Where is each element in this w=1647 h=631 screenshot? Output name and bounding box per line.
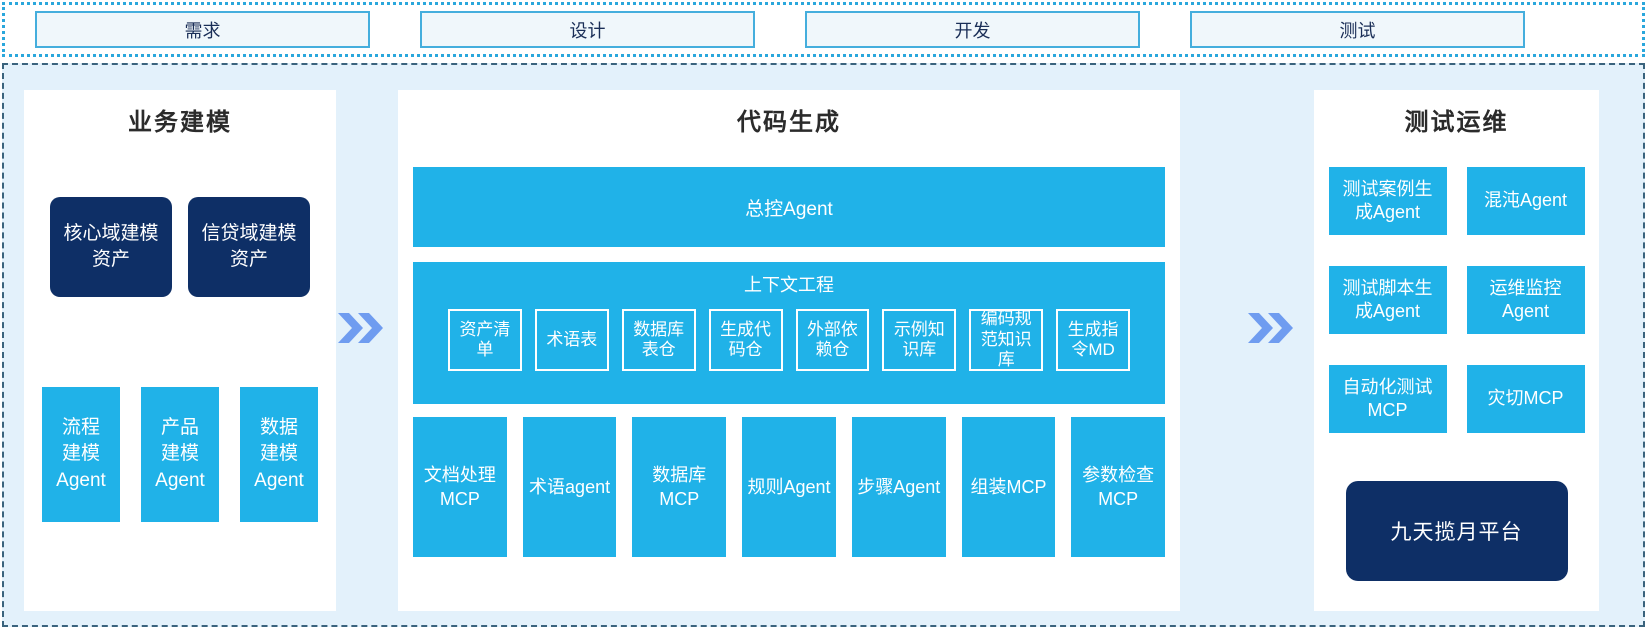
agent-box-data-modeling: 数据建模Agent [240, 387, 318, 522]
phase-bar: 需求 设计 开发 测试 [2, 2, 1645, 57]
context-item-coding-standard-kb: 编码规范知识库 [969, 309, 1044, 371]
agent-box-product-modeling: 产品建模Agent [141, 387, 219, 522]
test-ops-grid: 测试案例生成Agent 混沌Agent 测试脚本生成Agent 运维监控Agen… [1314, 167, 1599, 433]
panel-title-business-modeling: 业务建模 [128, 109, 232, 136]
box-ops-monitoring-agent: 运维监控Agent [1466, 266, 1585, 334]
box-doc-processing-mcp: 文档处理MCP [413, 417, 507, 557]
box-database-mcp: 数据库MCP [632, 417, 727, 557]
context-item-asset-list: 资产清单 [448, 309, 522, 371]
panel-test-ops: 测试运维 测试案例生成Agent 混沌Agent 测试脚本生成Agent 运维监… [1314, 90, 1599, 611]
phase-box-testing: 测试 [1190, 11, 1525, 48]
box-test-script-gen-agent: 测试脚本生成Agent [1328, 266, 1447, 334]
box-rule-agent: 规则Agent [742, 417, 836, 557]
double-chevron-right-icon [1247, 312, 1293, 344]
asset-box-row: 核心域建模资产 信贷域建模资产 [24, 197, 336, 297]
master-agent-bar: 总控Agent [413, 167, 1165, 247]
box-assembly-mcp: 组装MCP [961, 417, 1056, 557]
double-chevron-right-icon [337, 312, 383, 344]
panel-title-code-generation: 代码生成 [737, 109, 841, 136]
context-item-instruction-md: 生成指令MD [1056, 309, 1130, 371]
box-disaster-switch-mcp: 灾切MCP [1466, 365, 1585, 433]
mcp-agent-row: 文档处理MCP 术语agent 数据库MCP 规则Agent 步骤Agent 组… [413, 417, 1166, 557]
asset-box-core-domain: 核心域建模资产 [50, 197, 172, 297]
phase-box-design: 设计 [420, 11, 755, 48]
context-item-generated-code-repo: 生成代码仓 [708, 309, 783, 371]
box-chaos-agent: 混沌Agent [1466, 167, 1585, 235]
context-engineering-box: 上下文工程 资产清单 术语表 数据库表仓 生成代码仓 外部依赖仓 示例知识库 编… [413, 262, 1165, 404]
context-item-example-kb: 示例知识库 [882, 309, 957, 371]
asset-box-credit-domain: 信贷域建模资产 [188, 197, 310, 297]
context-engineering-title: 上下文工程 [744, 275, 834, 295]
panel-code-generation: 代码生成 总控Agent 上下文工程 资产清单 术语表 数据库表仓 生成代码仓 … [398, 90, 1180, 611]
phase-box-requirements: 需求 [35, 11, 370, 48]
box-test-case-gen-agent: 测试案例生成Agent [1328, 167, 1447, 235]
panel-business-modeling: 业务建模 核心域建模资产 信贷域建模资产 流程建模Agent 产品建模Agent… [24, 90, 336, 611]
box-terminology-agent: 术语agent [522, 417, 617, 557]
panel-title-test-ops: 测试运维 [1404, 109, 1509, 136]
box-param-check-mcp: 参数检查MCP [1071, 417, 1166, 557]
platform-box-jiutian-lanyue: 九天揽月平台 [1345, 481, 1568, 581]
agent-box-process-modeling: 流程建模Agent [42, 387, 120, 522]
pipeline-container: 业务建模 核心域建模资产 信贷域建模资产 流程建模Agent 产品建模Agent… [2, 63, 1645, 627]
box-automated-test-mcp: 自动化测试MCP [1328, 365, 1447, 433]
phase-box-development: 开发 [805, 11, 1140, 48]
context-item-row: 资产清单 术语表 数据库表仓 生成代码仓 外部依赖仓 示例知识库 编码规范知识库… [413, 309, 1165, 371]
modeling-agent-row: 流程建模Agent 产品建模Agent 数据建模Agent [24, 387, 336, 522]
context-item-glossary: 术语表 [534, 309, 609, 371]
context-item-external-deps-repo: 外部依赖仓 [795, 309, 870, 371]
box-step-agent: 步骤Agent [851, 417, 946, 557]
context-item-db-table-repo: 数据库表仓 [621, 309, 696, 371]
